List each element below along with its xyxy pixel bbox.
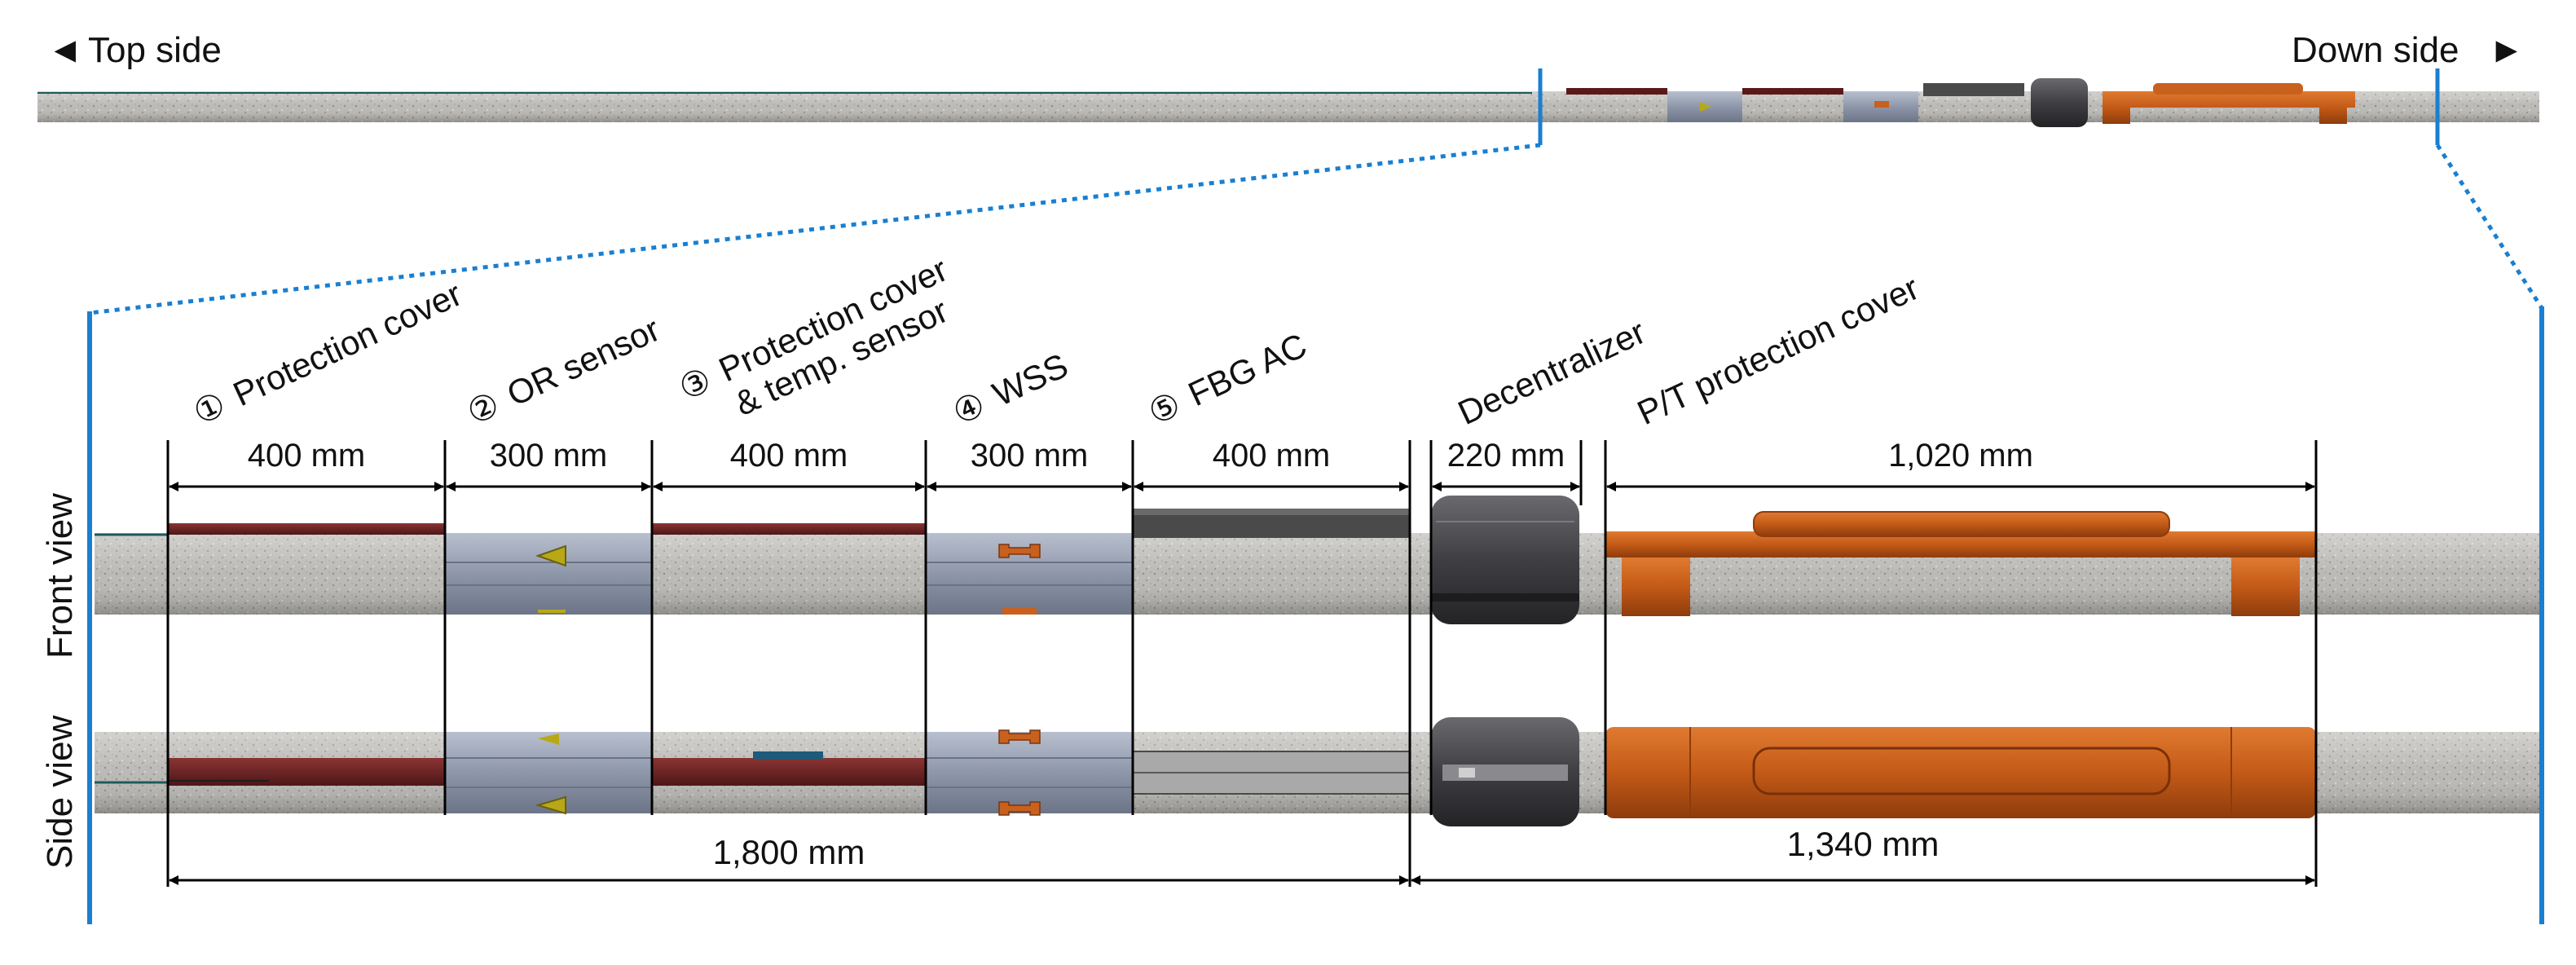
component-label-6-text: Decentralizer [1452, 312, 1651, 432]
component-label-7: P/T protection cover [1631, 268, 1925, 432]
component-label-4: ④ WSS [947, 346, 1074, 432]
down-side-label-group: Down side ► [2292, 30, 2525, 70]
dim-label-total-left: 1,800 mm [713, 833, 865, 871]
side-or-sensor-marker-top [538, 734, 559, 745]
down-side-label: Down side [2292, 30, 2459, 70]
component-labels: ① Protection cover ② OR sensor ③ Protect… [187, 249, 1925, 433]
component-label-1: ① Protection cover [187, 274, 468, 432]
side-wss-strain-gauge-bottom [998, 801, 1041, 816]
side-wss-strain-gauge-top [998, 729, 1041, 744]
component-label-1-num: ① [187, 385, 231, 433]
component-label-5-text: FBG AC [1182, 326, 1312, 414]
component-label-7-text: P/T protection cover [1631, 268, 1925, 432]
top-side-label-group: ◄ Top side [47, 30, 222, 70]
boundary-lines [166, 440, 2318, 887]
front-pt-cover-leg-left [1622, 557, 1690, 616]
side-pt-cover-body [1605, 727, 2316, 818]
component-label-2: ② OR sensor [461, 310, 666, 432]
dim-label-section-3: 400 mm [730, 438, 848, 474]
side-protection-cover-3 [652, 758, 926, 786]
front-decentralizer [1431, 496, 1579, 624]
section-dimension-labels: 400 mm 300 mm 400 mm 300 mm 400 mm 220 m… [248, 438, 2033, 474]
dim-label-section-6: 220 mm [1447, 438, 1565, 474]
side-view [95, 717, 2539, 826]
front-pt-cover-leg-right [2231, 557, 2300, 616]
component-label-6: Decentralizer [1452, 312, 1651, 432]
front-wss-body [926, 533, 1133, 615]
dim-label-total-right: 1,340 mm [1787, 825, 1940, 863]
component-label-5: ⑤ FBG AC [1143, 326, 1312, 433]
side-temp-sensor [753, 751, 823, 760]
dim-label-section-4: 300 mm [971, 438, 1089, 474]
overview-wss-marker [1874, 101, 1889, 108]
front-pt-cover-top-rail [1753, 511, 2170, 537]
component-label-3-num: ③ [673, 360, 717, 408]
front-wss-strain-gauge [998, 544, 1041, 558]
side-wss-body [926, 732, 1133, 813]
overview-protection-cover-1 [1566, 88, 1667, 95]
front-or-sensor-marker [535, 544, 566, 567]
callout-dotted-left [89, 143, 1541, 315]
front-or-sensor-marker-bottom [538, 610, 566, 613]
component-label-4-text: WSS [987, 346, 1074, 413]
front-protection-cover-3 [652, 523, 926, 535]
dim-label-section-2: 300 mm [490, 438, 608, 474]
front-fbg-ac-highlight [1133, 509, 1410, 515]
overview-protection-cover-3 [1742, 88, 1843, 95]
front-protection-cover-1 [168, 523, 445, 535]
side-or-sensor-body [445, 732, 652, 813]
front-view-label: Front view [40, 493, 80, 659]
side-decentralizer-pin [1459, 768, 1475, 778]
front-view [95, 496, 2539, 624]
side-view-label: Side view [40, 715, 80, 869]
side-pt-cover-rail-outline [1752, 747, 2171, 795]
top-side-arrow-icon: ◄ [47, 30, 83, 70]
front-or-sensor-body [445, 533, 652, 615]
overview-fbg-ac [1923, 83, 2024, 96]
front-wss-strain-gauge-bottom [1002, 608, 1037, 615]
callout-dotted-right [2435, 143, 2544, 310]
overview-strip [37, 68, 2539, 145]
dim-label-section-7: 1,020 mm [1888, 438, 2033, 474]
dim-label-section-5: 400 mm [1213, 438, 1331, 474]
overview-pt-cover [2103, 91, 2355, 124]
component-label-2-num: ② [461, 385, 505, 433]
side-or-sensor-marker-bottom [535, 795, 566, 815]
overview-decentralizer [2031, 78, 2088, 127]
component-label-5-num: ⑤ [1143, 385, 1187, 433]
component-label-3: ③ Protection cover & temp. sensor [673, 249, 953, 423]
dim-label-section-1: 400 mm [248, 438, 366, 474]
overview-pt-cover-top [2153, 83, 2303, 95]
overview-or-sensor-marker [1700, 102, 1711, 112]
top-side-label: Top side [88, 30, 222, 70]
component-label-4-num: ④ [947, 385, 991, 433]
front-decentralizer-band [1431, 593, 1579, 601]
component-label-1-text: Protection cover [227, 274, 468, 413]
component-label-2-text: OR sensor [501, 310, 666, 413]
down-side-arrow-icon: ► [2489, 30, 2525, 70]
